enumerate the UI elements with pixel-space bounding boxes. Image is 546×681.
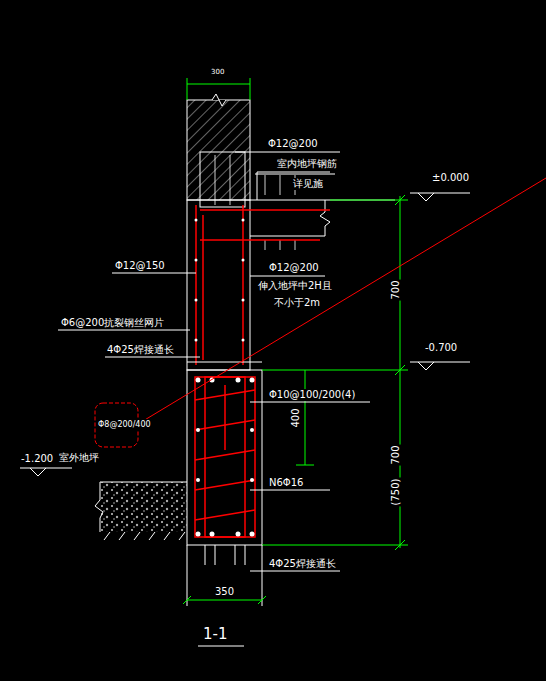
annotation-label: Φ8@200/400 bbox=[97, 419, 152, 431]
annotation-label: ±0.000 bbox=[431, 172, 470, 184]
annotation-label: 伸入地坪中2H且 bbox=[257, 280, 333, 292]
annotation-label: 4Φ25焊接通长 bbox=[106, 344, 175, 356]
annotation-label: Φ12@150 bbox=[114, 260, 166, 272]
annotation-label: 不小于2m bbox=[273, 297, 321, 309]
annotation-label: 300 bbox=[210, 66, 225, 78]
dimension-text: 400 bbox=[290, 407, 302, 428]
annotation-label: Φ10@100/200(4) bbox=[268, 389, 356, 401]
annotation-label: 350 bbox=[214, 586, 235, 598]
dimension-text: 700 bbox=[390, 444, 402, 465]
annotation-label: N6Φ16 bbox=[268, 477, 304, 489]
dimension-text: (750) bbox=[390, 478, 402, 507]
annotation-label: Φ12@200 bbox=[268, 262, 320, 274]
annotation-label: 4Φ25焊接通长 bbox=[268, 558, 337, 570]
annotation-label: Φ12@200 bbox=[267, 138, 319, 150]
annotation-label: -1.200 bbox=[20, 453, 54, 465]
section-title: 1-1 bbox=[202, 625, 229, 643]
annotation-label: 室外地坪 bbox=[58, 452, 100, 464]
annotation-label: -0.700 bbox=[424, 342, 458, 354]
annotation-label: Φ6@200抗裂钢丝网片 bbox=[60, 317, 165, 329]
annotation-label: 详见施 bbox=[292, 178, 324, 190]
dimension-text: 700 bbox=[390, 279, 402, 300]
annotation-label: 室内地坪钢筋 bbox=[276, 158, 338, 170]
